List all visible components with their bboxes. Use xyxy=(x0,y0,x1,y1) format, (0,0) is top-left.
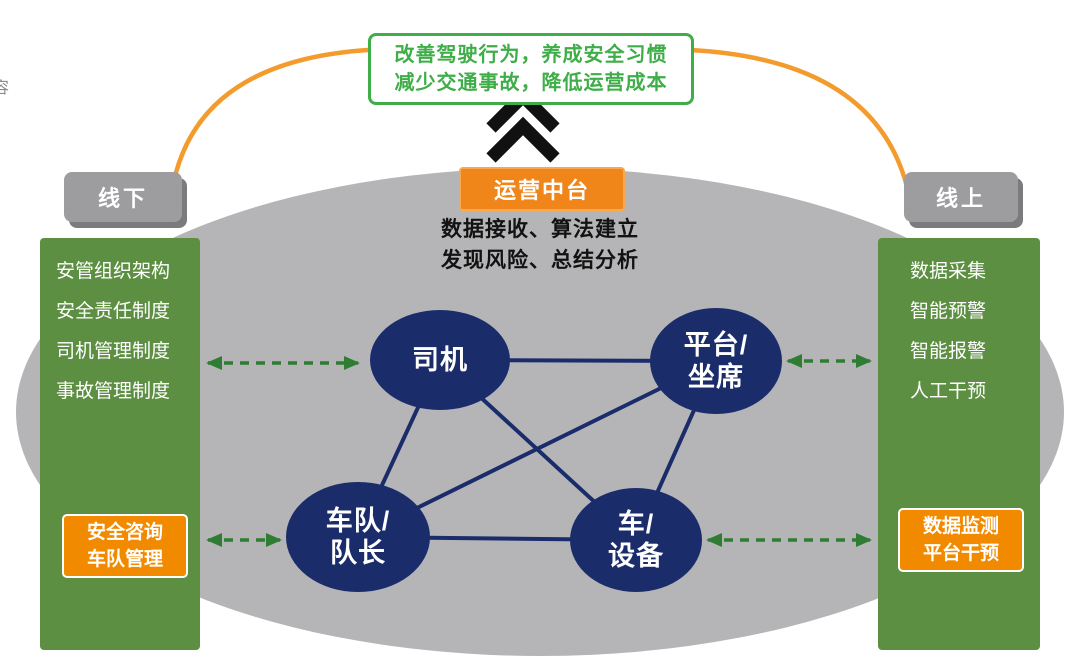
right-panel-item: 智能报警 xyxy=(910,341,987,362)
right-panel: 数据采集 智能预警 智能报警 人工干预 xyxy=(878,238,1040,650)
left-panel-item: 事故管理制度 xyxy=(56,381,171,402)
badge-offline: 线下 xyxy=(64,172,182,222)
node-platform-agent: 平台/ 坐席 xyxy=(650,308,782,414)
left-panel-items: 安管组织架构 安全责任制度 司机管理制度 事故管理制度 xyxy=(40,238,200,412)
left-panel-item: 安管组织架构 xyxy=(56,261,171,282)
left-panel-item: 安全责任制度 xyxy=(56,301,171,322)
operations-hub-label: 运营中台 xyxy=(459,167,625,211)
hub-description-line-1: 数据接收、算法建立 xyxy=(441,218,639,241)
banner-line-1: 改善驾驶行为，养成安全习惯 xyxy=(394,44,668,66)
right-panel-item: 智能预警 xyxy=(910,301,987,322)
hub-description-line-2: 发现风险、总结分析 xyxy=(441,249,639,272)
left-panel-item: 司机管理制度 xyxy=(56,341,171,362)
right-panel-action-box: 数据监测 平台干预 xyxy=(898,508,1024,572)
top-banner: 改善驾驶行为，养成安全习惯 减少交通事故，降低运营成本 xyxy=(368,33,694,105)
node-vehicle-device: 车/ 设备 xyxy=(570,488,702,592)
left-panel: 安管组织架构 安全责任制度 司机管理制度 事故管理制度 xyxy=(40,238,200,650)
orange-curve-left-icon xyxy=(167,47,371,208)
hub-description: 数据接收、算法建立 发现风险、总结分析 xyxy=(360,214,720,276)
node-fleet-captain: 车队/ 队长 xyxy=(286,482,430,592)
chevron-double-up-icon xyxy=(486,86,560,163)
left-panel-action-box: 安全咨询 车队管理 xyxy=(62,514,188,578)
right-panel-items: 数据采集 智能预警 智能报警 人工干预 xyxy=(878,238,1040,412)
banner-line-2: 减少交通事故，降低运营成本 xyxy=(394,72,668,94)
right-panel-item: 数据采集 xyxy=(910,261,987,282)
orange-curve-right-icon xyxy=(687,47,913,203)
badge-online: 线上 xyxy=(904,172,1018,222)
right-panel-item: 人工干预 xyxy=(910,381,987,402)
dashed-link-arrows xyxy=(206,354,872,547)
node-driver: 司机 xyxy=(370,310,510,410)
corner-text: 容 xyxy=(0,80,10,97)
